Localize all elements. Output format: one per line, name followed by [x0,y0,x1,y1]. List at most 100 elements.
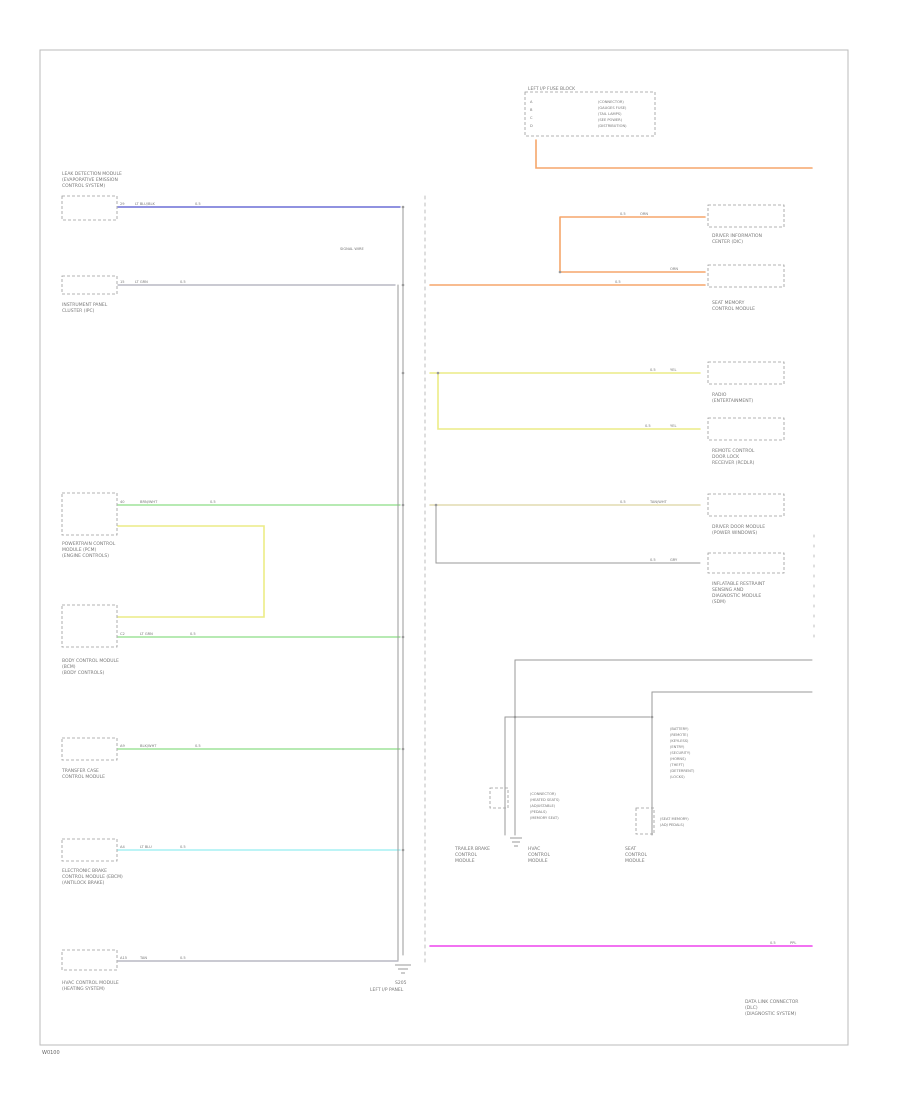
note-line: (MEMORY SEAT) [530,816,559,820]
connector-pins [401,205,654,852]
fuse-pin-label: D [530,124,533,128]
module-box-dic [707,204,785,228]
note-line: (BATTERY) [670,727,689,731]
wire-pin: C2 [120,632,125,636]
wire-gauge: 0.5 [180,956,186,960]
bottom-notes-b: (BATTERY) (REMOTE) (KEYLESS) (ENTRY) (SE… [670,727,695,779]
pin-dot [513,715,517,719]
fuse-note: (TAIL LAMPS) [598,112,622,116]
wire-gauge: 0.5 [620,212,626,216]
module-box-trailer [489,787,509,809]
wire-color: ORN [670,267,678,271]
module-box-bcm [61,604,118,648]
wire-gauge: 0.5 [195,744,201,748]
module-box-ipc [61,275,118,295]
wire-color: LT BLU [140,845,152,849]
wire-gauge: 0.5 [620,500,626,504]
module-label-dlc: DATA LINK CONNECTOR(DLC)(DIAGNOSTIC SYST… [745,999,798,1017]
fuse-note: (GAUGES FUSE) [598,106,627,110]
module-box-sdm [707,552,785,574]
ground-symbol [395,837,522,974]
module-box-pcm [61,492,118,536]
wire-gauge: 0.5 [645,424,651,428]
splice-name: S205 [395,980,407,986]
note-line: (HEATED SEATS) [530,798,560,802]
wire-orange-fuse [535,139,813,169]
module-box-door [707,493,785,517]
wire-pin: A15 [120,956,127,960]
fuse-block-title: LEFT I/P FUSE BLOCK [528,86,576,92]
wire-color: YEL [670,368,676,372]
ground-symbol-trailer [510,837,522,847]
wire-gauge: 0.5 [650,558,656,562]
module-label-bcm: BODY CONTROL MODULE(BCM)(BODY CONTROLS) [62,658,119,676]
wire-group [117,139,815,966]
wire-gauge: 0.5 [210,500,216,504]
module-box-radio [707,361,785,385]
wire-pin: A4 [120,845,125,849]
fuse-note: (CONNECTOR) [598,100,624,104]
note-line: (CONNECTOR) [530,792,556,796]
wire-color: GRY [670,558,678,562]
wire-color: TAN [139,956,147,960]
note-line: (SECURITY) [670,751,691,755]
wire-color: LT BLU/BLK [135,202,155,206]
wire-name-label: SIGNAL WIRE [340,247,365,251]
wire-color: PPL [790,941,796,945]
wire-gray-sdm [435,504,701,564]
pin-dot [401,205,405,209]
pin-dot [401,747,405,751]
fuse-pin-label: B [530,108,533,112]
note-line: (LOCKS) [670,775,685,779]
left-wire-labels: 29 LT BLU/BLK 0.5 15 LT GRN 0.5 40 BRN/W… [120,202,216,960]
note-line: (SEAT MEMORY) [660,817,689,821]
wire-color: BRN/WHT [140,500,158,504]
module-label-hvac: HVAC CONTROL MODULE(HEATING SYSTEM) [62,980,119,992]
note-line: (ADJ PEDALS) [660,823,685,827]
module-label-radio: RADIO(ENTERTAINMENT) [712,392,753,404]
fuse-pin-label: A [530,100,533,104]
wire-gauge: 0.5 [180,845,186,849]
module-box-seat [635,807,655,835]
wire-color: YEL [670,424,676,428]
wire-gauge: 0.5 [180,280,186,284]
note-line: (THEFT) [670,763,685,767]
wire-pin: 15 [120,280,125,284]
wire-pin: 40 [120,500,125,504]
module-box-leak [61,195,118,221]
module-box-ebcm [61,838,118,862]
wire-gauge: 0.5 [650,368,656,372]
bottom-notes-a: (CONNECTOR) (HEATED SEATS) (ADJUSTABLE) … [530,792,560,820]
wire-gauge: 0.5 [190,632,196,636]
wire-color: ORN [640,212,648,216]
pin-dot [434,503,438,507]
right-modules [489,91,785,835]
module-box-hvac [61,949,118,971]
note-line: (REMOTE) [670,733,689,737]
module-label-door: DRIVER DOOR MODULE(POWER WINDOWS) [712,524,765,536]
left-module-labels: LEAK DETECTION MODULE(EVAPORATIVE EMISSI… [61,171,123,992]
fuse-note: (SEE POWER) [598,118,623,122]
module-box-tc [61,737,118,761]
wire-color: LT GRN [140,632,153,636]
fuse-pin-label: C [530,116,533,120]
module-box-seatmem [707,264,785,288]
note-line: (HORNS) [670,757,686,761]
note-line: (ENTRY) [670,745,685,749]
pin-dot [558,270,562,274]
wire-color: LT GRN [135,280,148,284]
diagram-frame [39,49,849,1046]
